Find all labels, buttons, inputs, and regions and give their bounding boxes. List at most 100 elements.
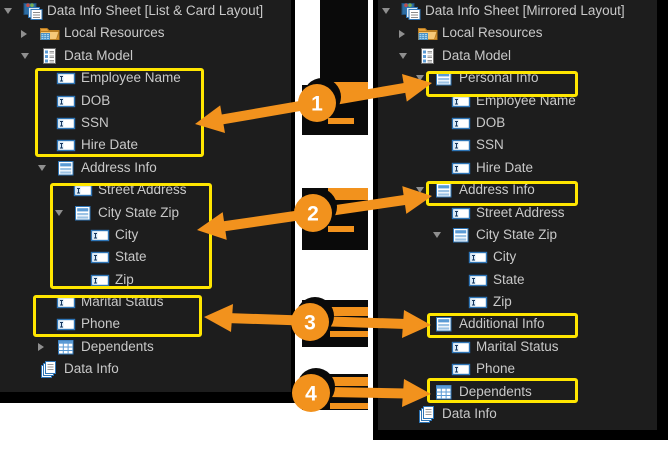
field-icon: [56, 114, 78, 133]
tree-row-data-info-sheet-list-card-layout[interactable]: Data Info Sheet [List & Card Layout]: [0, 0, 291, 22]
field-icon: [90, 271, 112, 290]
tree-label: Data Model: [64, 47, 134, 63]
tree-label: Data Info: [64, 361, 119, 377]
tree-row-state[interactable]: State: [0, 246, 291, 268]
expander-closed-icon[interactable]: [21, 29, 27, 38]
tree-label: Phone: [81, 316, 121, 332]
expander-open-icon[interactable]: [416, 321, 424, 328]
expander-closed-icon[interactable]: [38, 343, 44, 352]
expander-open-icon[interactable]: [4, 8, 12, 15]
tree-row-address-info[interactable]: Address Info: [378, 179, 657, 201]
background-fragment: [302, 300, 368, 347]
tree-label: City State Zip: [476, 226, 558, 242]
group-icon: [73, 204, 95, 223]
tree-row-data-model[interactable]: Data Model: [378, 45, 657, 67]
expander-open-icon[interactable]: [55, 209, 63, 216]
tree-label: Hire Date: [81, 137, 139, 153]
field-icon: [56, 69, 78, 88]
doc-stack-icon: [417, 405, 439, 424]
expander-open-icon[interactable]: [416, 75, 424, 82]
tree-row-data-info-sheet-mirrored-layout[interactable]: Data Info Sheet [Mirrored Layout]: [378, 0, 657, 22]
tree-row-ssn[interactable]: SSN: [0, 112, 291, 134]
tree-label: Data Info Sheet [List & Card Layout]: [47, 3, 264, 18]
tree-label: City State Zip: [98, 204, 180, 220]
tree-label: Employee Name: [81, 70, 181, 86]
tree-label: Data Model: [442, 47, 512, 63]
tree-row-city[interactable]: City: [378, 246, 657, 268]
expander-open-icon[interactable]: [399, 52, 407, 59]
tree-row-dependents[interactable]: Dependents: [0, 336, 291, 358]
tree-label: Address Info: [459, 182, 535, 198]
group-icon: [451, 226, 473, 245]
tree-label: DOB: [476, 114, 506, 130]
expander-open-icon[interactable]: [382, 8, 390, 15]
field-icon: [451, 360, 473, 379]
tree-row-dob[interactable]: DOB: [378, 112, 657, 134]
tree-row-hire-date[interactable]: Hire Date: [0, 134, 291, 156]
tree-row-phone[interactable]: Phone: [378, 358, 657, 380]
tree-row-dob[interactable]: DOB: [0, 90, 291, 112]
tree-row-hire-date[interactable]: Hire Date: [378, 157, 657, 179]
tree-row-ssn[interactable]: SSN: [378, 134, 657, 156]
tree-label: State: [115, 249, 147, 265]
tree-row-phone[interactable]: Phone: [0, 313, 291, 335]
field-icon: [451, 204, 473, 223]
table-icon: [434, 383, 456, 402]
doc-stack-icon: [39, 360, 61, 379]
tree-label: Local Resources: [442, 25, 543, 41]
tree-label: Dependents: [81, 338, 154, 354]
background-fragment: [320, 0, 368, 88]
tree-label: Phone: [476, 361, 516, 377]
tree-row-employee-name[interactable]: Employee Name: [0, 67, 291, 89]
background-fragment: [302, 85, 368, 135]
tree-row-city-state-zip[interactable]: City State Zip: [378, 224, 657, 246]
tree-label: City: [493, 249, 517, 265]
tree-row-city[interactable]: City: [0, 224, 291, 246]
expander-open-icon[interactable]: [21, 52, 29, 59]
table-icon: [56, 338, 78, 357]
expander-closed-icon[interactable]: [399, 29, 405, 38]
tree-row-marital-status[interactable]: Marital Status: [378, 336, 657, 358]
tree-label: Data Info: [442, 406, 497, 422]
tree-row-city-state-zip[interactable]: City State Zip: [0, 202, 291, 224]
data-model-icon: [417, 47, 439, 66]
folder-icon: [417, 24, 439, 43]
tree-row-street-address[interactable]: Street Address: [378, 202, 657, 224]
tree-label: SSN: [476, 137, 504, 153]
tree-row-address-info[interactable]: Address Info: [0, 157, 291, 179]
field-icon: [468, 293, 490, 312]
background-fragment: [302, 374, 368, 410]
tree-row-zip[interactable]: Zip: [378, 291, 657, 313]
tree-label: DOB: [81, 92, 111, 108]
data-model-icon: [39, 47, 61, 66]
expander-closed-icon[interactable]: [416, 387, 422, 396]
tree-label: Street Address: [476, 204, 565, 220]
field-icon: [90, 226, 112, 245]
tree-label: State: [493, 271, 525, 287]
tree-row-state[interactable]: State: [378, 269, 657, 291]
field-icon: [56, 315, 78, 334]
tree-row-local-resources[interactable]: Local Resources: [378, 22, 657, 44]
field-icon: [90, 248, 112, 267]
highlight-box-personal-info: [426, 71, 578, 97]
tree-label: Hire Date: [476, 159, 534, 175]
field-icon: [451, 159, 473, 178]
field-icon: [56, 136, 78, 155]
expander-open-icon[interactable]: [38, 164, 46, 171]
panel-mirrored-layout: Data Info Sheet [Mirrored Layout] Local R…: [373, 0, 668, 440]
tree-list-card-layout: Data Info Sheet [List & Card Layout] Loca…: [0, 0, 291, 392]
tree-label: Dependents: [459, 383, 532, 399]
tree-row-data-info[interactable]: Data Info: [0, 358, 291, 380]
field-icon: [451, 338, 473, 357]
highlight-box-dependents: [427, 378, 578, 403]
tree-row-local-resources[interactable]: Local Resources: [0, 22, 291, 44]
expander-open-icon[interactable]: [416, 187, 424, 194]
tree-row-data-info[interactable]: Data Info: [378, 403, 657, 425]
expander-open-icon[interactable]: [433, 232, 441, 239]
tree-row-data-model[interactable]: Data Model: [0, 45, 291, 67]
tree-row-zip[interactable]: Zip: [0, 269, 291, 291]
tree-label: Zip: [493, 294, 512, 310]
tree-row-additional-info[interactable]: Additional Info: [378, 313, 657, 335]
group-icon: [56, 159, 78, 178]
